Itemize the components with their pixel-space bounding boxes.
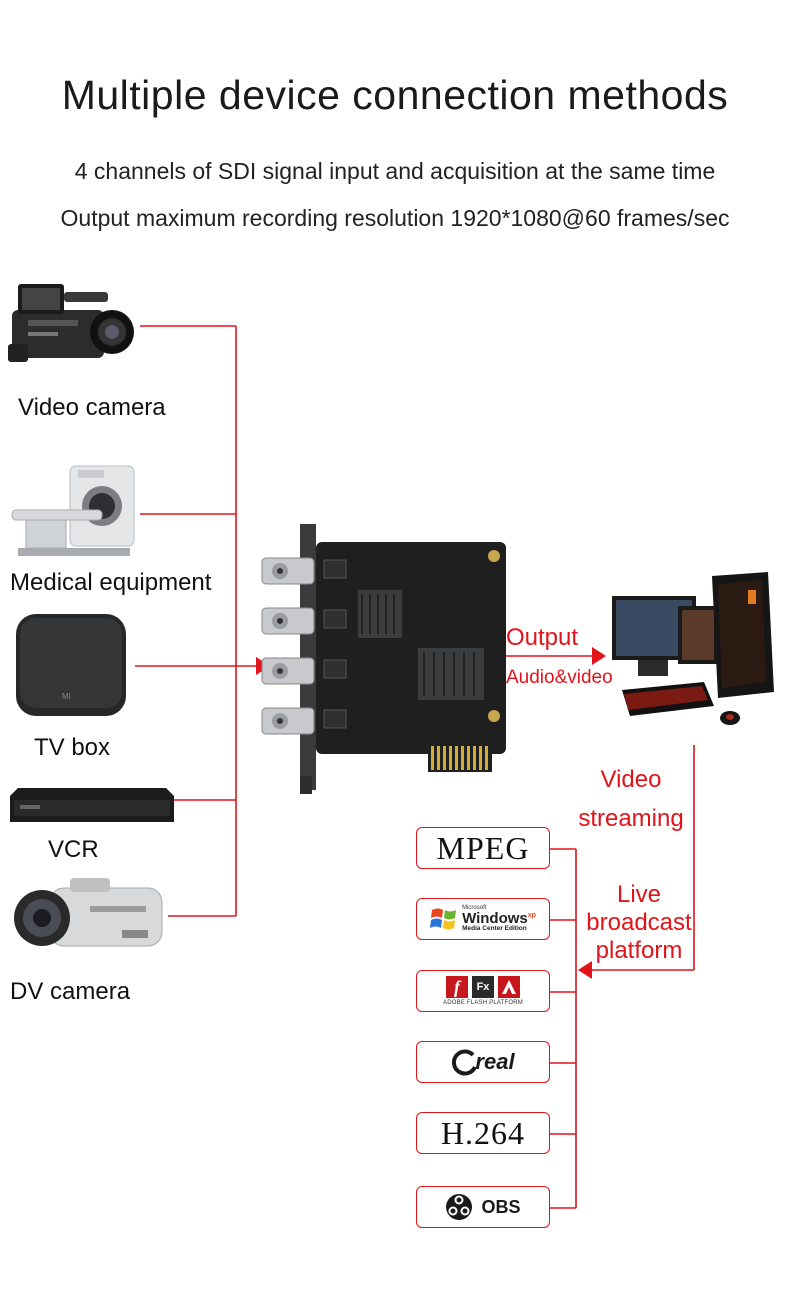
tv-box-icon [16, 614, 126, 716]
subtitle-channels: 4 channels of SDI signal input and acqui… [74, 158, 716, 184]
air-icon [498, 976, 520, 998]
vcr-image [10, 786, 174, 826]
video-streaming-line2: streaming [578, 805, 684, 832]
medical-equipment-image [8, 462, 140, 562]
windows-text: Windows [462, 910, 528, 928]
video-camera-image [8, 270, 140, 378]
capture-card-icon [261, 524, 506, 794]
format-box-real: real [416, 1041, 550, 1083]
tv-box-image: MI [12, 610, 130, 720]
windows-microsoft-text: Microsoft [462, 905, 487, 912]
device-label-medical-equipment: Medical equipment [10, 569, 212, 596]
computer-image [608, 570, 780, 734]
output-sublabel: Audio&video [506, 667, 613, 688]
medical-scanner-icon [11, 465, 135, 556]
device-label-dv-camera: DV camera [10, 978, 131, 1005]
real-text: real [475, 1049, 515, 1074]
format-box-adobe-flash: f Fx ADOBE FLASH PLATFORM [416, 970, 550, 1012]
device-label-tv-box: TV box [34, 734, 111, 761]
desktop-computer-icon [612, 572, 774, 725]
tv-box-brand: MI [62, 692, 71, 701]
capture-card-image [258, 520, 508, 795]
output-label: Output [506, 624, 579, 651]
video-streaming-line1: Video [600, 766, 662, 793]
dv-camera-icon [14, 878, 163, 947]
subtitle-resolution: Output maximum recording resolution 1920… [60, 205, 730, 231]
format-box-windows-media-center: Microsoft Windowsxp Media Center Edition [416, 898, 550, 940]
video-camera-icon [8, 284, 134, 362]
adobe-logos: f Fx [446, 976, 520, 998]
flash-icon: f [446, 976, 468, 998]
flex-icon: Fx [472, 976, 494, 998]
windows-flag-icon [430, 908, 457, 930]
format-box-obs: OBS [416, 1186, 550, 1228]
device-label-video-camera: Video camera [18, 394, 166, 421]
windows-xp-text: xp [527, 912, 536, 920]
real-logo-icon [452, 1049, 478, 1076]
live-broadcast-line2: broadcast [586, 909, 692, 936]
device-label-vcr: VCR [48, 836, 99, 863]
vcr-icon [10, 788, 174, 822]
live-broadcast-line1: Live [616, 881, 662, 908]
format-box-mpeg: MPEG [416, 827, 550, 869]
format-h264-label: H.264 [440, 1114, 526, 1151]
adobe-flash-platform-text: ADOBE FLASH PLATFORM [443, 1000, 523, 1006]
page-title: Multiple device connection methods [61, 72, 729, 118]
obs-logo-icon [446, 1194, 473, 1220]
live-broadcast-line3: platform [595, 937, 683, 964]
format-mpeg-label: MPEG [436, 829, 530, 866]
dv-camera-image [10, 876, 168, 958]
windows-edition-text: Media Center Edition [462, 925, 527, 933]
format-box-h264: H.264 [416, 1112, 550, 1154]
obs-text: OBS [481, 1196, 521, 1217]
